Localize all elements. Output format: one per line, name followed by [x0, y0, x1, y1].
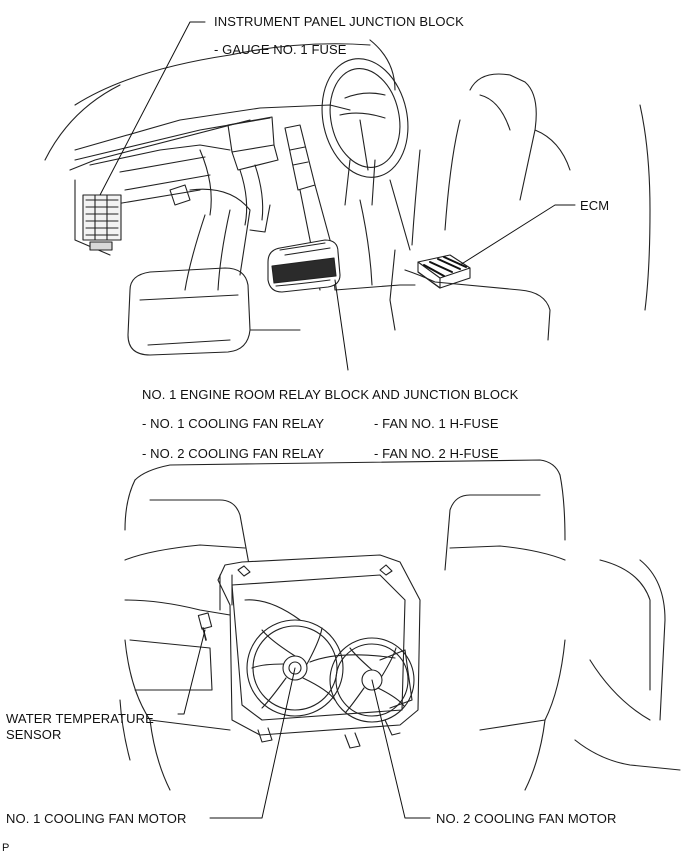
fan-hfuse-1-label: - FAN NO. 1 H-FUSE	[374, 416, 499, 431]
fan-hfuse-2-label: - FAN NO. 2 H-FUSE	[374, 446, 499, 461]
water-temperature-sensor-label-line1: WATER TEMPERATURE	[6, 711, 154, 726]
engine-room-relay-block-part	[267, 239, 341, 293]
vehicle-cabin-drawing	[44, 39, 651, 356]
water-temperature-sensor-label-line2: SENSOR	[6, 727, 62, 742]
corner-mark: P	[2, 842, 10, 854]
cooling-fan-relay-2-label: - NO. 2 COOLING FAN RELAY	[142, 446, 325, 461]
engine-room-relay-block-label: NO. 1 ENGINE ROOM RELAY BLOCK AND JUNCTI…	[142, 387, 519, 402]
cooling-fan-motor-1-label: NO. 1 COOLING FAN MOTOR	[6, 811, 187, 826]
gauge-fuse-label: - GAUGE NO. 1 FUSE	[214, 42, 347, 57]
cooling-fan-2-part	[329, 637, 415, 723]
water-temperature-sensor-part	[197, 612, 213, 641]
ecm-part	[417, 254, 471, 289]
cooling-fan-motor-2-label: NO. 2 COOLING FAN MOTOR	[436, 811, 617, 826]
instrument-panel-junction-block-part	[82, 194, 122, 251]
cooling-fan-relay-1-label: - NO. 1 COOLING FAN RELAY	[142, 416, 325, 431]
ecm-label: ECM	[580, 198, 610, 213]
instrument-panel-junction-block-label: INSTRUMENT PANEL JUNCTION BLOCK	[214, 14, 464, 29]
leader-lines	[99, 21, 576, 819]
vehicle-front-drawing	[119, 459, 681, 791]
